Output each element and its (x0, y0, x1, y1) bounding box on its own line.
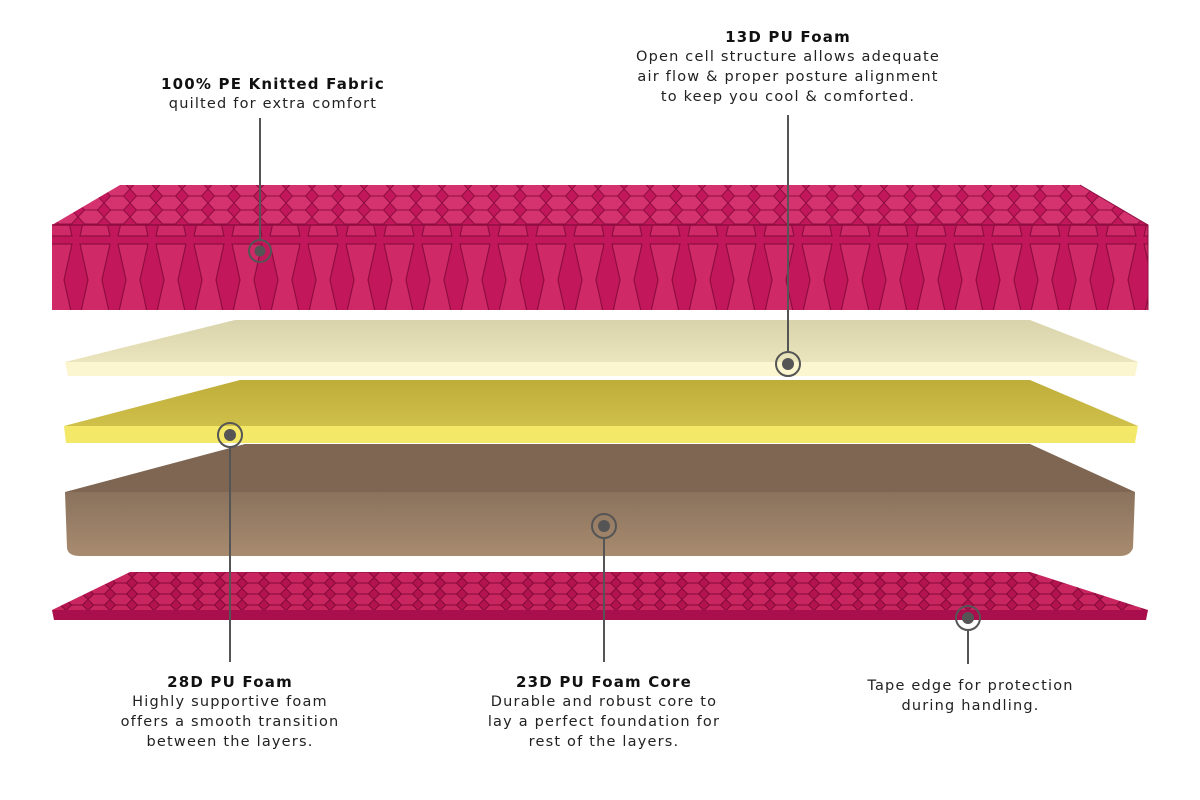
foam-core-23d-layer (65, 444, 1135, 556)
leader-lines (229, 115, 969, 664)
callout-28d-title: 28D PU Foam (167, 673, 293, 691)
callout-28d-desc: Highly supportive foam offers a smooth t… (80, 692, 380, 752)
callout-tape-edge: Tape edge for protection during handling… (838, 676, 1103, 716)
callout-core-desc: Durable and robust core to lay a perfect… (449, 692, 759, 752)
callout-28d-foam: 28D PU Foam Highly supportive foam offer… (80, 672, 380, 752)
callout-13d-title: 13D PU Foam (725, 28, 851, 46)
foam-28d-layer (64, 380, 1138, 443)
foam-13d-layer (65, 320, 1138, 376)
callout-core-line: Durable and robust core to (490, 694, 718, 710)
callout-28d-line: between the layers. (146, 734, 314, 750)
callout-tape-edge-line: Tape edge for protection (867, 678, 1074, 694)
callout-13d-foam: 13D PU Foam Open cell structure allows a… (588, 27, 988, 107)
callout-tape-edge-line: during handling. (901, 698, 1040, 714)
callout-tape-edge-desc: Tape edge for protection during handling… (838, 676, 1103, 716)
callout-13d-line: Open cell structure allows adequate (635, 49, 941, 65)
callout-13d-line: air flow & proper posture alignment (637, 69, 939, 85)
callout-pe-fabric: 100% PE Knitted Fabric quilted for extra… (128, 74, 418, 114)
callout-28d-line: offers a smooth transition (120, 714, 340, 730)
callout-pe-fabric-line: quilted for extra comfort (168, 96, 378, 112)
marker-tape-edge (955, 605, 981, 631)
callout-core-title: 23D PU Foam Core (516, 673, 692, 691)
callout-13d-desc: Open cell structure allows adequate air … (588, 47, 988, 107)
marker-13d (775, 351, 801, 377)
callout-pe-fabric-desc: quilted for extra comfort (128, 94, 418, 114)
callout-13d-line: to keep you cool & comforted. (660, 89, 916, 105)
marker-core (591, 513, 617, 539)
callout-pe-fabric-title: 100% PE Knitted Fabric (160, 75, 385, 93)
callout-foam-core: 23D PU Foam Core Durable and robust core… (449, 672, 759, 752)
callout-28d-line: Highly supportive foam (132, 694, 328, 710)
bottom-fabric-tape-edge-layer (52, 572, 1148, 620)
marker-pe-fabric (248, 239, 272, 263)
callout-core-line: rest of the layers. (528, 734, 680, 750)
marker-28d (217, 422, 243, 448)
pe-knitted-fabric-layer (52, 184, 1149, 310)
callout-core-line: lay a perfect foundation for (487, 714, 721, 730)
